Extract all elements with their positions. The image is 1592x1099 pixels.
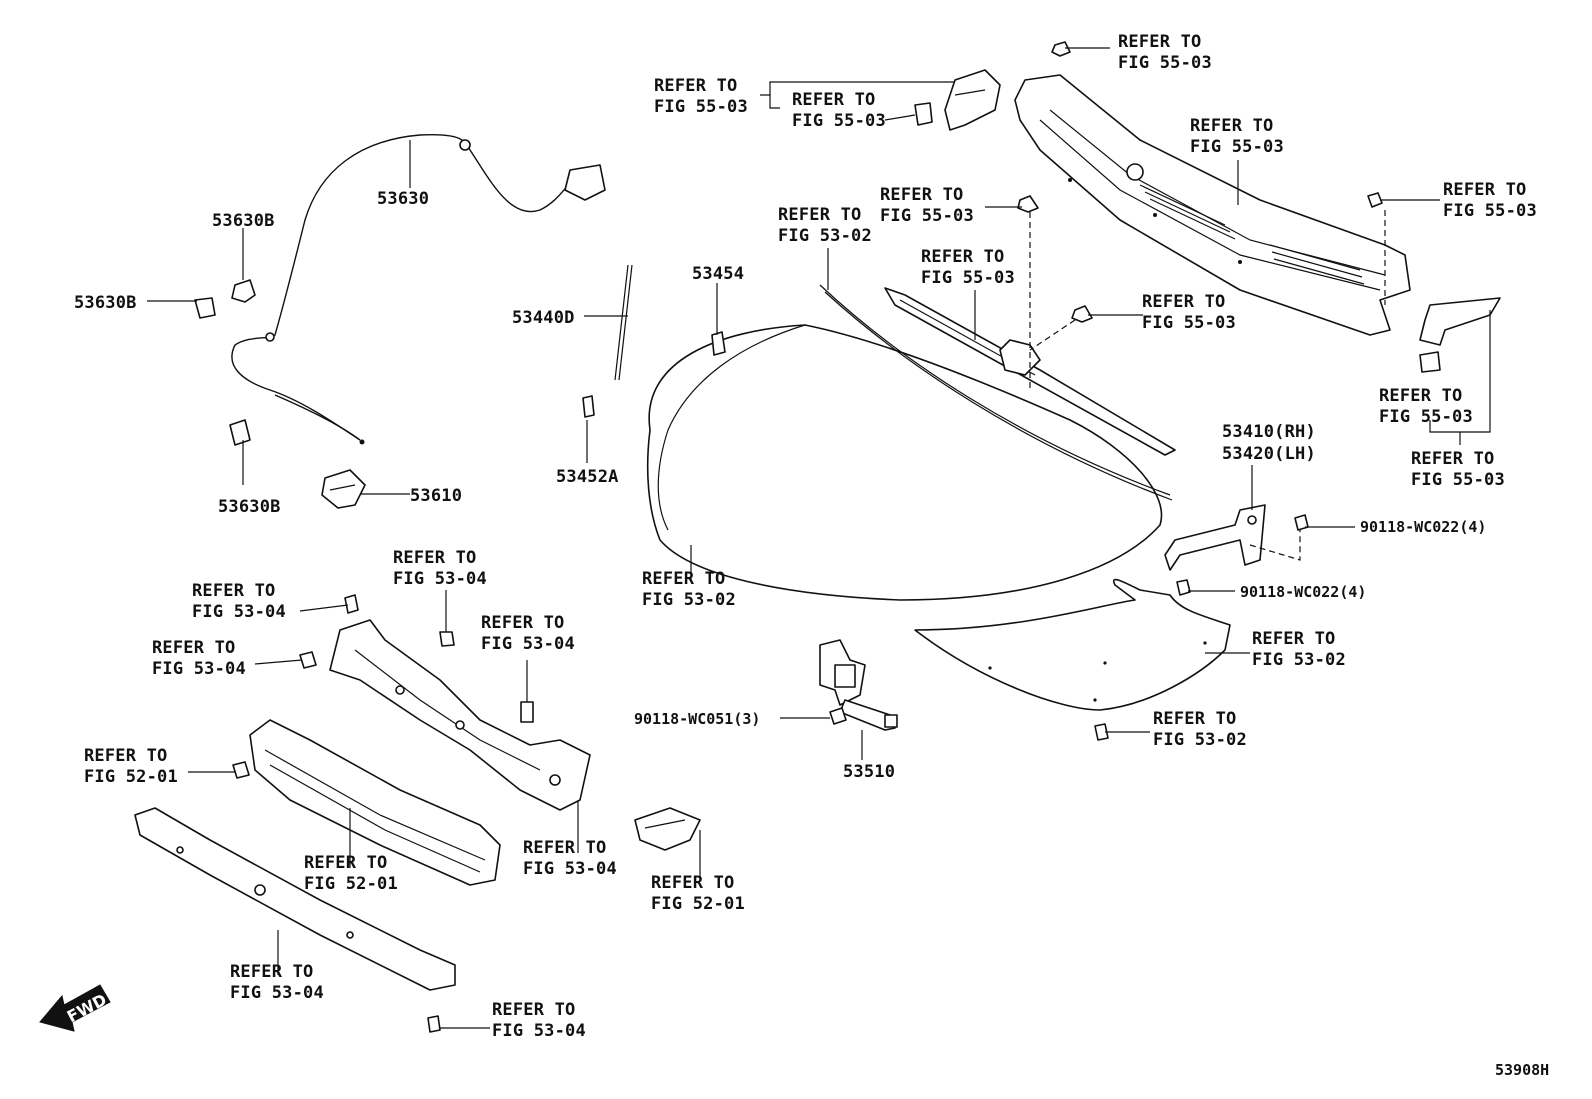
bracket-52-01 — [634, 807, 701, 851]
ref-fig-52-01: FIG 52-01 — [651, 894, 745, 914]
forward-direction-arrow: FWD — [39, 984, 111, 1032]
refer-label: REFER TO — [1411, 449, 1494, 469]
ref-fig-53-04: FIG 53-04 — [523, 859, 617, 879]
ref-fig-52-01: FIG 52-01 — [304, 874, 398, 894]
ref-fig-55-03: FIG 55-03 — [1190, 137, 1284, 157]
ref-fig-53-04: FIG 53-04 — [152, 659, 246, 679]
refer-label: REFER TO — [492, 1000, 575, 1020]
hood-lock-assembly — [819, 639, 898, 731]
refer-label: REFER TO — [1379, 386, 1462, 406]
hood-hinge — [1164, 504, 1266, 571]
refer-label: REFER TO — [481, 613, 564, 633]
part-number-53420-lh: 53420(LH) — [1222, 444, 1316, 464]
refer-label: REFER TO — [651, 873, 734, 893]
ref-fig-53-02: FIG 53-02 — [1153, 730, 1247, 750]
refer-label: REFER TO — [1142, 292, 1225, 312]
ref-fig-53-04: FIG 53-04 — [393, 569, 487, 589]
bolt-number-90118-wc022: 90118-WC022(4) — [1360, 518, 1486, 536]
ref-fig-53-04: FIG 53-04 — [492, 1021, 586, 1041]
refer-label: REFER TO — [921, 247, 1004, 267]
ref-fig-55-03: FIG 55-03 — [921, 268, 1015, 288]
refer-label: REFER TO — [84, 746, 167, 766]
ref-fig-55-03: FIG 55-03 — [654, 97, 748, 117]
part-number-53610: 53610 — [410, 486, 462, 506]
refer-label: REFER TO — [230, 962, 313, 982]
ref-fig-53-02: FIG 53-02 — [642, 590, 736, 610]
radiator-grille-support — [249, 719, 501, 886]
ref-fig-53-04: FIG 53-04 — [230, 983, 324, 1003]
cowl-top-ventilator — [1014, 74, 1411, 336]
refer-label: REFER TO — [1252, 629, 1335, 649]
alignment-dashes — [1029, 210, 1386, 561]
refer-label: REFER TO — [192, 581, 275, 601]
refer-label: REFER TO — [642, 569, 725, 589]
hood-insulator — [914, 578, 1231, 711]
part-number-53630B: 53630B — [74, 293, 137, 313]
refer-label: REFER TO — [778, 205, 861, 225]
ref-fig-55-03: FIG 55-03 — [792, 111, 886, 131]
front-bumper-reinforcement — [134, 807, 456, 991]
ref-fig-55-03: FIG 55-03 — [1443, 201, 1537, 221]
part-number-53630B: 53630B — [212, 211, 275, 231]
ref-fig-55-03: FIG 55-03 — [1411, 470, 1505, 490]
part-number-53440D: 53440D — [512, 308, 575, 328]
refer-label: REFER TO — [792, 90, 875, 110]
refer-label: REFER TO — [393, 548, 476, 568]
ref-fig-53-04: FIG 53-04 — [481, 634, 575, 654]
refer-label: REFER TO — [523, 838, 606, 858]
hood-support-rod — [582, 264, 726, 418]
cowl-side-cover-right — [1419, 297, 1501, 373]
refer-label: REFER TO — [880, 185, 963, 205]
bolt-number-90118-wc022: 90118-WC022(4) — [1240, 583, 1366, 601]
ref-fig-53-02: FIG 53-02 — [778, 226, 872, 246]
refer-label: REFER TO — [654, 76, 737, 96]
ref-fig-53-02: FIG 53-02 — [1252, 650, 1346, 670]
part-number-53630B: 53630B — [218, 497, 281, 517]
refer-label: REFER TO — [1153, 709, 1236, 729]
part-number-53452A: 53452A — [556, 467, 619, 487]
refer-label: REFER TO — [1118, 32, 1201, 52]
cable-clamps — [194, 279, 256, 446]
ref-fig-55-03: FIG 55-03 — [1142, 313, 1236, 333]
hood-release-lever — [321, 469, 366, 509]
ref-fig-55-03: FIG 55-03 — [880, 206, 974, 226]
refer-label: REFER TO — [152, 638, 235, 658]
refer-label: REFER TO — [304, 853, 387, 873]
leader-lines — [147, 47, 1491, 1029]
ref-fig-53-04: FIG 53-04 — [192, 602, 286, 622]
labels: REFER TO FIG 55-03 REFER TO FIG 55-03 RE… — [74, 32, 1549, 1079]
radiator-support-upper — [329, 619, 591, 811]
part-number-53510: 53510 — [843, 762, 895, 782]
part-number-53410-rh: 53410(RH) — [1222, 422, 1316, 442]
bolt-number-90118-wc051: 90118-WC051(3) — [634, 710, 760, 728]
drawing-number: 53908H — [1495, 1061, 1549, 1079]
part-number-53630: 53630 — [377, 189, 429, 209]
cowl-side-cover-left — [914, 69, 1001, 131]
ref-fig-55-03: FIG 55-03 — [1379, 407, 1473, 427]
ref-fig-55-03: FIG 55-03 — [1118, 53, 1212, 73]
hood-release-cable — [231, 133, 606, 445]
hood-panel — [646, 284, 1173, 601]
part-number-53454: 53454 — [692, 264, 744, 284]
refer-label: REFER TO — [1443, 180, 1526, 200]
fasteners — [232, 41, 1383, 1033]
ref-fig-52-01: FIG 52-01 — [84, 767, 178, 787]
refer-label: REFER TO — [1190, 116, 1273, 136]
